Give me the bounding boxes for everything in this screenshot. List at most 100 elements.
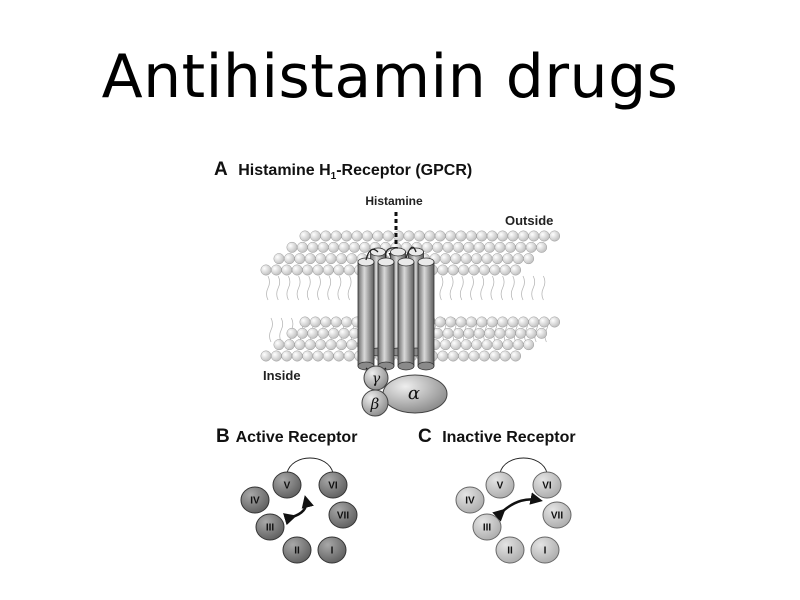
lipid-head bbox=[424, 230, 436, 242]
lipid-head bbox=[499, 264, 511, 276]
lipid-tail bbox=[449, 275, 454, 301]
lipid-head bbox=[270, 264, 282, 276]
lipid-head bbox=[328, 241, 340, 253]
lipid-head bbox=[481, 339, 493, 351]
panel-c-label: Inactive Receptor bbox=[442, 429, 575, 446]
lipid-head bbox=[549, 230, 561, 242]
lipid-head bbox=[455, 230, 467, 242]
lipid-head bbox=[320, 316, 332, 328]
lipid-tail bbox=[480, 275, 485, 301]
helix-label: III bbox=[483, 523, 492, 534]
helix-circle bbox=[318, 471, 348, 499]
lipid-head bbox=[260, 350, 272, 362]
lipid-head bbox=[507, 316, 519, 328]
helix-label: II bbox=[507, 546, 513, 557]
lipid-head bbox=[315, 253, 327, 265]
helix-bottom bbox=[417, 361, 435, 371]
lipid-head bbox=[322, 350, 334, 362]
lipid-tail bbox=[266, 275, 270, 301]
lipid-head bbox=[299, 230, 311, 242]
lipid-head bbox=[434, 316, 446, 328]
g-beta-label: β bbox=[370, 395, 380, 413]
lipid-head bbox=[515, 327, 527, 339]
lipid-head bbox=[283, 253, 295, 265]
lipid-head bbox=[304, 339, 316, 351]
lipid-head bbox=[468, 264, 480, 276]
lipid-head bbox=[333, 264, 345, 276]
lipid-tail bbox=[459, 275, 464, 301]
helix-label: VI bbox=[328, 481, 338, 492]
lipid-head bbox=[497, 316, 509, 328]
lipid-head bbox=[507, 230, 519, 242]
lipid-head bbox=[322, 264, 334, 276]
lipid-tail bbox=[286, 275, 291, 301]
lipid-head bbox=[471, 339, 483, 351]
lipid-head bbox=[484, 241, 496, 253]
rotation-arrow bbox=[283, 495, 314, 526]
lipid-head bbox=[341, 230, 353, 242]
helix-label: I bbox=[544, 546, 547, 557]
lipid-head bbox=[494, 241, 506, 253]
ev-loop bbox=[286, 457, 334, 474]
panel-b-letter: B bbox=[216, 426, 230, 447]
helix-vii: VII bbox=[328, 501, 358, 529]
helix-top bbox=[397, 257, 415, 267]
lipid-tail bbox=[347, 275, 352, 301]
helix-vii: VII bbox=[542, 501, 572, 529]
h1-receptor-helices bbox=[357, 246, 435, 374]
g-protein: α γ β bbox=[361, 365, 448, 417]
lipid-head bbox=[471, 253, 483, 265]
helix-label: V bbox=[284, 481, 291, 492]
panel-a-letter: A bbox=[214, 159, 228, 180]
helix-iii: III bbox=[472, 513, 502, 541]
lipid-head bbox=[499, 350, 511, 362]
lipid-head bbox=[510, 264, 522, 276]
lipid-head bbox=[523, 253, 535, 265]
lipid-head bbox=[515, 241, 527, 253]
lipid-head bbox=[325, 339, 337, 351]
lipid-head bbox=[536, 241, 548, 253]
lipid-head bbox=[523, 339, 535, 351]
lipid-head bbox=[538, 230, 550, 242]
lipid-head bbox=[346, 339, 358, 351]
lipid-head bbox=[372, 230, 384, 242]
lipid-tail bbox=[470, 275, 474, 301]
lipid-head bbox=[455, 316, 467, 328]
lipid-head bbox=[359, 241, 371, 253]
lipid-head bbox=[549, 316, 561, 328]
lipid-head bbox=[317, 241, 329, 253]
lipid-head bbox=[478, 264, 490, 276]
panel-c-letter: C bbox=[418, 426, 432, 447]
lipid-head bbox=[413, 230, 425, 242]
lipid-head bbox=[361, 230, 373, 242]
lipid-head bbox=[312, 264, 324, 276]
lipid-head bbox=[341, 316, 353, 328]
lipid-head bbox=[273, 339, 285, 351]
lipid-head bbox=[465, 230, 477, 242]
helix-circle bbox=[328, 501, 358, 529]
lipid-head bbox=[481, 253, 493, 265]
lipid-head bbox=[432, 241, 444, 253]
panel-c-title: C Inactive Receptor bbox=[418, 426, 576, 447]
lipid-head bbox=[351, 230, 363, 242]
helix-cylinder bbox=[417, 261, 435, 367]
lipid-head bbox=[442, 241, 454, 253]
helix-top bbox=[390, 247, 406, 257]
lipid-head bbox=[476, 230, 488, 242]
lipid-head bbox=[517, 230, 529, 242]
lipid-head bbox=[338, 241, 350, 253]
helix-top bbox=[377, 257, 395, 267]
lipid-head bbox=[296, 241, 308, 253]
lipid-head bbox=[302, 350, 314, 362]
lipid-head bbox=[452, 327, 464, 339]
helix-i: I bbox=[530, 536, 560, 564]
lipid-head bbox=[294, 339, 306, 351]
helix-circle bbox=[530, 536, 560, 564]
lipid-tail bbox=[269, 317, 273, 343]
panel-a-title-sub: 1 bbox=[331, 171, 337, 182]
lipid-head bbox=[442, 327, 454, 339]
lipid-head bbox=[403, 230, 415, 242]
lipid-head bbox=[512, 339, 524, 351]
lipid-head bbox=[473, 241, 485, 253]
